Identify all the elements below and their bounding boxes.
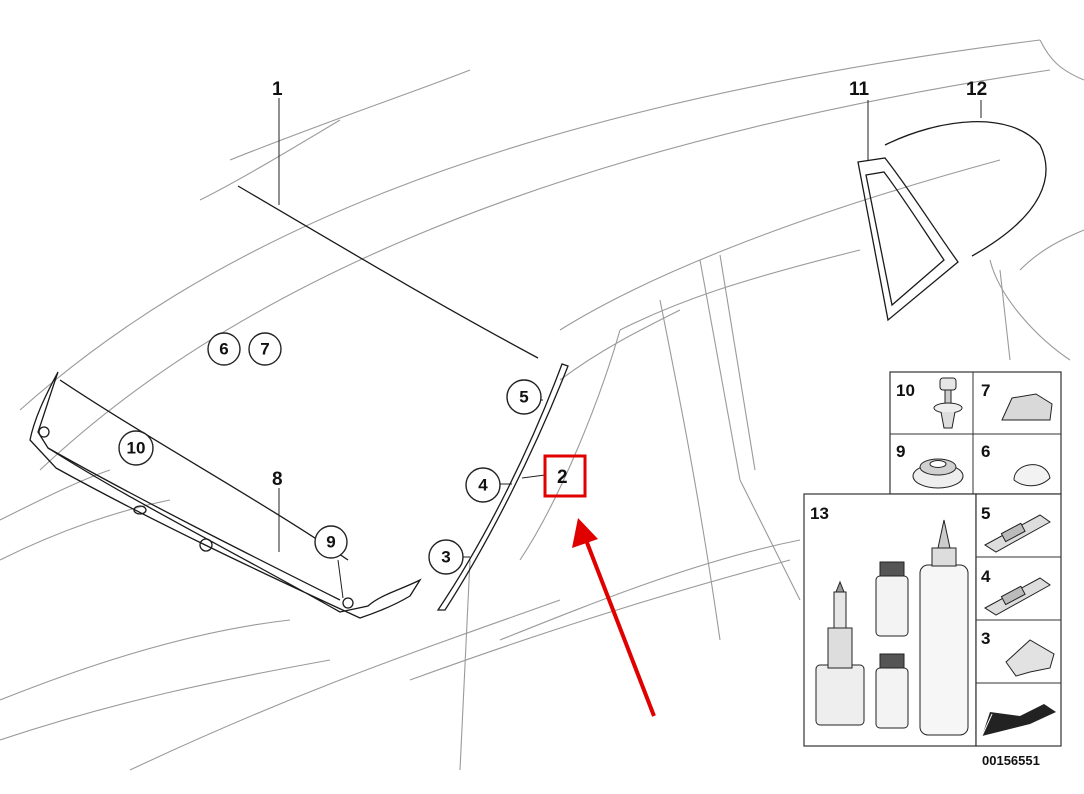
upper-seal-part bbox=[237, 185, 539, 359]
direction-arrow-icon bbox=[981, 704, 1056, 737]
svg-text:7: 7 bbox=[260, 340, 269, 359]
label-part-2: 2 bbox=[557, 467, 568, 488]
clip-icon-4 bbox=[984, 577, 1051, 616]
highlight-box bbox=[543, 454, 587, 498]
a-pillar-trim-part bbox=[436, 363, 569, 611]
dome-plug-icon bbox=[1013, 464, 1051, 487]
circle-label-6: 6 bbox=[207, 332, 241, 366]
car-body-outline bbox=[0, 39, 1084, 771]
adhesive-kit-icon bbox=[815, 519, 969, 736]
label-part-11: 11 bbox=[849, 79, 870, 100]
panel-label-7: 7 bbox=[981, 381, 990, 400]
diagram-number: 00156551 bbox=[982, 753, 1040, 768]
panel-label-6: 6 bbox=[981, 442, 990, 461]
annotation-arrow bbox=[572, 518, 656, 717]
svg-text:3: 3 bbox=[441, 548, 450, 567]
circle-label-5: 5 bbox=[506, 379, 542, 415]
small-parts-panel: 10 7 9 6 13 5 4 3 bbox=[803, 371, 1062, 768]
circle-label-9: 9 bbox=[314, 525, 348, 559]
circle-label-10: 10 bbox=[118, 430, 154, 466]
svg-text:5: 5 bbox=[519, 388, 528, 407]
panel-label-4: 4 bbox=[981, 567, 991, 586]
quarter-window-seal-part bbox=[857, 157, 959, 322]
svg-text:6: 6 bbox=[219, 340, 228, 359]
label-part-1: 1 bbox=[272, 79, 283, 100]
circle-label-4: 4 bbox=[465, 467, 501, 503]
svg-text:10: 10 bbox=[127, 439, 146, 458]
panel-label-5: 5 bbox=[981, 504, 990, 523]
wedge-pad-icon bbox=[1001, 393, 1053, 421]
label-part-12: 12 bbox=[966, 79, 987, 100]
rivet-icon bbox=[933, 377, 963, 429]
rear-window-seal-part bbox=[884, 121, 1047, 257]
bracket-icon bbox=[1005, 639, 1055, 677]
panel-label-9: 9 bbox=[896, 442, 905, 461]
svg-text:4: 4 bbox=[478, 476, 488, 495]
label-part-8: 8 bbox=[272, 469, 283, 490]
panel-label-10: 10 bbox=[896, 381, 915, 400]
grommet-icon bbox=[912, 458, 964, 489]
circle-label-3: 3 bbox=[428, 539, 464, 575]
svg-text:9: 9 bbox=[326, 533, 335, 552]
circle-label-7: 7 bbox=[248, 332, 282, 366]
cowl-panel-part bbox=[29, 371, 422, 619]
panel-label-3: 3 bbox=[981, 629, 990, 648]
panel-label-13: 13 bbox=[810, 504, 829, 523]
clip-icon-5 bbox=[984, 514, 1051, 553]
